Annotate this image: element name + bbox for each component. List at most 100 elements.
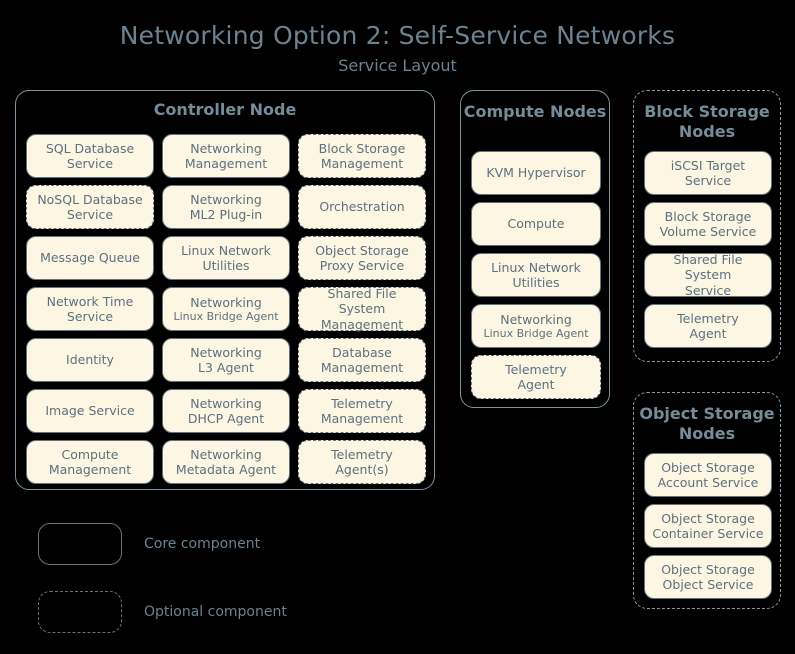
service-chip-line1: Networking [190,395,262,411]
service-chip-line2: Proxy Service [319,258,405,273]
service-chip-line2: L3 Agent [198,360,254,375]
service-chip-line2: Management [320,411,404,426]
service-chip[interactable]: Orchestration [298,185,426,229]
service-chip-line2: Service [66,156,114,171]
service-chip-line2: Service [66,207,114,222]
service-chip-line1: Linux Network [181,242,271,258]
object-storage-nodes-title: Object Storage Nodes [639,404,775,443]
service-chip-line2: Volume Service [659,224,757,239]
service-chip-line1: Networking [190,294,262,310]
service-chip-line2: Service [684,282,732,298]
service-chip-line2: Management [320,360,404,375]
block-storage-nodes-title: Block Storage Nodes [644,102,770,141]
service-chip-line1: Telemetry [677,310,739,326]
service-chip-line1: Telemetry [331,446,393,462]
service-chip-line2: Agent [517,377,555,392]
service-chip-line2: Utilities [512,275,560,290]
legend-label: Core component [144,536,261,552]
service-chip-line2: Service [684,173,732,188]
service-chip-line2: ML2 Plug-in [189,207,263,222]
service-chip-line1: Shared File System [673,252,743,283]
service-chip-line1: Compute [61,446,119,462]
service-chip-line2: Agent(s) [335,462,389,477]
service-chip-line1: Object Storage [661,459,755,475]
service-chip[interactable]: Message Queue [26,236,154,280]
service-chip[interactable]: KVM Hypervisor [471,151,601,195]
service-chip-line2: Utilities [202,258,250,273]
service-chip-line2: Service [66,309,114,324]
service-chip-line1: Networking [190,191,262,207]
service-chip-line1: Shared File System [327,286,397,317]
legend-label: Optional component [144,604,287,620]
service-chip-line1: Image Service [45,403,135,419]
legend-row: Core component [38,518,418,570]
service-chip-line1: Network Time [46,293,134,309]
service-chip[interactable]: Compute [471,202,601,246]
service-chip-line2: DHCP Agent [187,411,265,426]
service-chip-line1: Networking [190,140,262,156]
service-chip-line2: Container Service [652,526,764,541]
service-chip-line1: Networking [190,446,262,462]
service-chip-line1: Object Storage [661,510,755,526]
service-chip-line1: Compute [507,216,565,232]
service-chip-line2: Metadata Agent [175,462,277,477]
service-chip-line2: Management [48,462,132,477]
service-chip-line1: Block Storage [318,140,406,156]
service-chip-line1: iSCSI Target [670,157,746,173]
service-chip-line2: Linux Bridge Agent [483,326,589,340]
service-chip-line1: Database [332,344,392,360]
service-chip-line2: Agent [689,326,727,341]
service-chip-line1: Telemetry [331,395,393,411]
legend-swatch-optional [38,591,122,633]
legend-row: Optional component [38,586,418,638]
compute-nodes-title: Compute Nodes [463,102,607,121]
service-chip-line2: Object Service [662,577,754,592]
service-chip-line1: Identity [66,352,114,368]
service-chip-line1: Object Storage [315,242,409,258]
service-chip-line1: SQL Database [45,140,135,156]
page-subtitle: Service Layout [338,55,457,75]
service-chip-line2: Account Service [657,475,759,490]
service-chip[interactable]: Identity [26,338,154,382]
legend-swatch-core [38,523,122,565]
service-chip-line1: Telemetry [505,361,567,377]
service-chip-line1: Message Queue [40,250,140,266]
service-chip-line2: Management [320,156,404,171]
service-chip[interactable]: Image Service [26,389,154,433]
service-chip-line2: Management [320,316,404,332]
